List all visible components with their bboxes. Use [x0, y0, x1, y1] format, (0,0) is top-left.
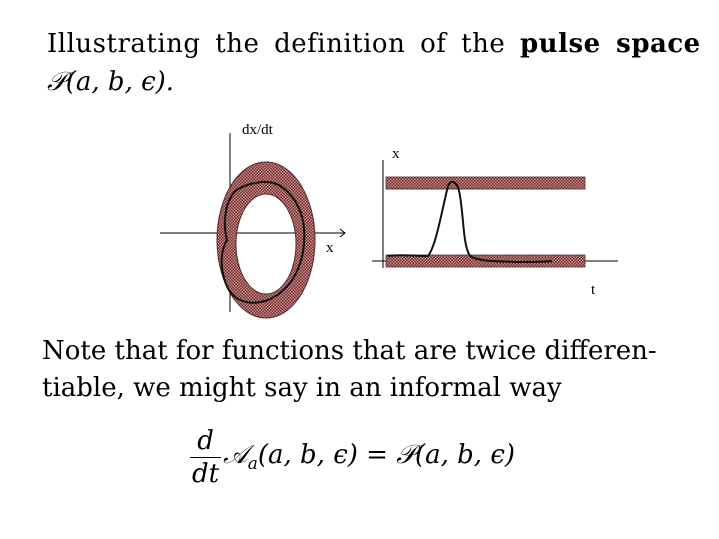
rhs-symbol: 𝒫: [396, 440, 415, 471]
phase-x-label: x: [326, 240, 334, 256]
title-prefix: Illustrating the definition of the: [47, 29, 506, 59]
phase-annulus-band: [216, 161, 316, 319]
note-line-2: tiable, we might say in an informal way: [42, 373, 562, 403]
note-line-1: Note that for functions that are twice d…: [42, 336, 657, 366]
title-line-2: 𝒫(a, b, ϵ).: [47, 67, 174, 98]
time-x-label: t: [591, 282, 596, 298]
phase-plane-plot: dx/dt x: [160, 122, 346, 319]
pulse-space-symbol: 𝒫: [47, 67, 66, 97]
fraction-numerator: d: [190, 425, 222, 458]
pulse-space-args: (a, b, ϵ).: [65, 67, 175, 97]
fraction-denominator: dt: [192, 459, 220, 489]
phase-x-arrow: [339, 228, 346, 238]
pulse-curve: [387, 180, 553, 264]
title-line-1: Illustrating the definition of the pulse…: [47, 29, 701, 59]
time-series-plot: x t: [372, 146, 618, 298]
rhs-args: (a, b, ϵ): [414, 440, 516, 471]
time-y-label: x: [392, 146, 400, 162]
attractor-symbol: 𝒜: [223, 440, 248, 471]
equation: d dt 𝒜a(a, b, ϵ) = 𝒫(a, b, ϵ): [190, 425, 515, 490]
equation-body: 𝒜a(a, b, ϵ) = 𝒫(a, b, ϵ): [223, 440, 515, 474]
phase-trajectory-curve: [220, 180, 306, 304]
equals-sign: =: [357, 440, 397, 471]
phase-y-label: dx/dt: [242, 122, 274, 138]
derivative-fraction: d dt: [190, 425, 222, 490]
upper-band: [385, 176, 586, 190]
title-bold-term: pulse space: [519, 29, 701, 59]
attractor-subscript: a: [247, 454, 258, 475]
lhs-args: (a, b, ϵ): [257, 440, 358, 471]
